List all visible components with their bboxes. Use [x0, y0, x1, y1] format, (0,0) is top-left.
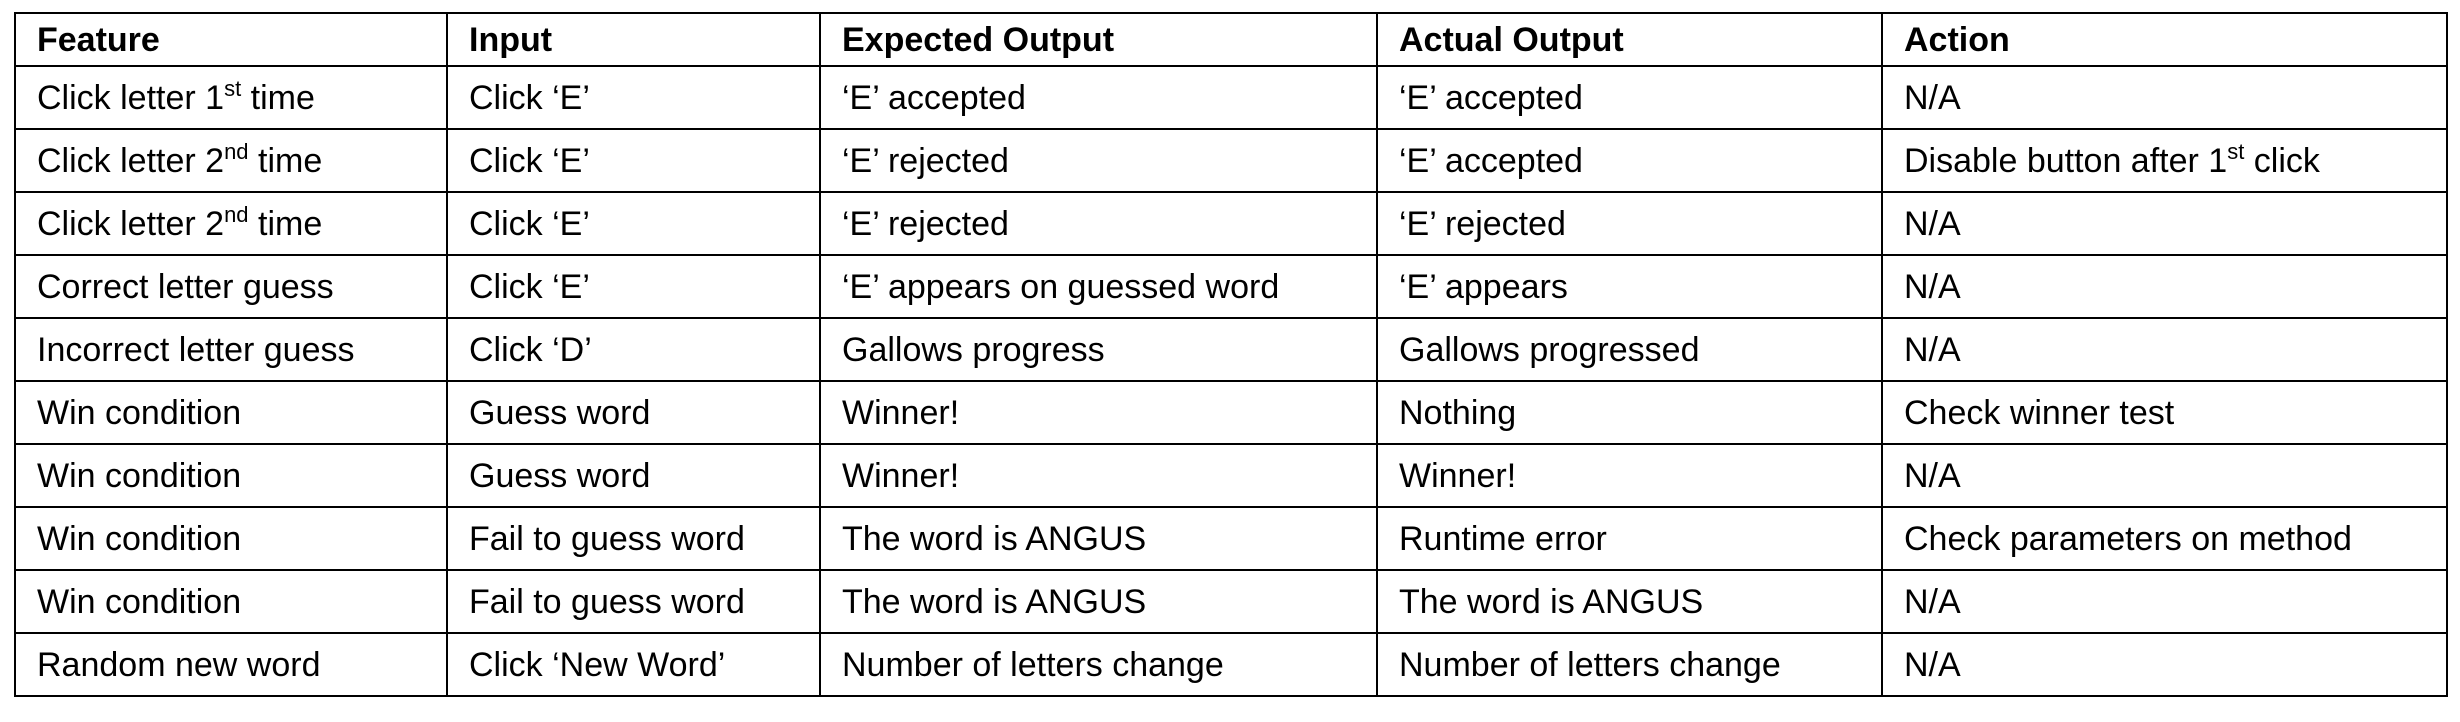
feature-cell-text-end: time [248, 204, 323, 243]
action-cell-text: N/A [1904, 330, 1961, 369]
feature-cell-ordinal-suffix: nd [224, 201, 249, 227]
actual-output-cell: ‘E’ rejected [1376, 191, 1883, 256]
feature-cell-ordinal-suffix: nd [224, 138, 249, 164]
action-cell-text: N/A [1904, 267, 1961, 306]
input-cell: Click ‘New Word’ [446, 632, 821, 697]
feature-cell: Win condition [14, 443, 448, 508]
input-cell: Click ‘E’ [446, 128, 821, 193]
action-cell-text: N/A [1904, 204, 1961, 243]
action-cell: Check winner test [1881, 380, 2448, 445]
action-cell: Disable button after 1st click [1881, 128, 2448, 193]
feature-cell: Correct letter guess [14, 254, 448, 319]
expected-output-cell: The word is ANGUS [819, 569, 1378, 634]
action-cell-text: N/A [1904, 582, 1961, 621]
action-cell-text: Disable button after 1 [1904, 141, 2228, 180]
header-action: Action [1881, 12, 2448, 67]
feature-cell-text: Win condition [37, 393, 242, 432]
actual-output-cell: ‘E’ accepted [1376, 65, 1883, 130]
actual-output-cell: ‘E’ accepted [1376, 128, 1883, 193]
feature-cell-ordinal-suffix: st [224, 75, 242, 101]
feature-cell-text: Click letter 2 [37, 141, 225, 180]
actual-output-cell: ‘E’ appears [1376, 254, 1883, 319]
expected-output-cell: ‘E’ rejected [819, 191, 1378, 256]
feature-cell: Win condition [14, 380, 448, 445]
actual-output-cell: Nothing [1376, 380, 1883, 445]
feature-cell-text: Correct letter guess [37, 267, 334, 306]
feature-cell: Click letter 2nd time [14, 191, 448, 256]
header-row: Feature Input Expected Output Actual Out… [14, 12, 2448, 67]
table-header: Feature Input Expected Output Actual Out… [14, 12, 2448, 67]
feature-cell-text: Click letter 1 [37, 78, 225, 117]
expected-output-cell: Number of letters change [819, 632, 1378, 697]
input-cell: Click ‘E’ [446, 254, 821, 319]
expected-output-cell: Winner! [819, 443, 1378, 508]
test-table-container: Feature Input Expected Output Actual Out… [14, 12, 2448, 697]
feature-cell: Click letter 2nd time [14, 128, 448, 193]
action-cell: N/A [1881, 632, 2448, 697]
action-cell: N/A [1881, 254, 2448, 319]
action-cell: N/A [1881, 317, 2448, 382]
header-expected-output: Expected Output [819, 12, 1378, 67]
action-cell-ordinal-suffix: st [2227, 138, 2245, 164]
feature-cell-text: Incorrect letter guess [37, 330, 355, 369]
action-cell-text-end: click [2244, 141, 2320, 180]
action-cell: N/A [1881, 65, 2448, 130]
actual-output-cell: The word is ANGUS [1376, 569, 1883, 634]
feature-cell: Random new word [14, 632, 448, 697]
actual-output-cell: Winner! [1376, 443, 1883, 508]
expected-output-cell: ‘E’ rejected [819, 128, 1378, 193]
feature-cell-text-end: time [241, 78, 315, 117]
feature-cell-text: Win condition [37, 519, 242, 558]
action-cell: N/A [1881, 443, 2448, 508]
action-cell-text: N/A [1904, 78, 1961, 117]
expected-output-cell: The word is ANGUS [819, 506, 1378, 571]
feature-cell: Win condition [14, 506, 448, 571]
feature-cell: Click letter 1st time [14, 65, 448, 130]
test-table: Feature Input Expected Output Actual Out… [14, 12, 2448, 697]
action-cell-text: Check parameters on method [1904, 519, 2352, 558]
input-cell: Click ‘E’ [446, 65, 821, 130]
feature-cell-text: Win condition [37, 582, 242, 621]
header-feature: Feature [14, 12, 448, 67]
input-cell: Click ‘E’ [446, 191, 821, 256]
input-cell: Click ‘D’ [446, 317, 821, 382]
expected-output-cell: ‘E’ accepted [819, 65, 1378, 130]
feature-cell-text: Click letter 2 [37, 204, 225, 243]
actual-output-cell: Runtime error [1376, 506, 1883, 571]
actual-output-cell: Gallows progressed [1376, 317, 1883, 382]
feature-cell: Win condition [14, 569, 448, 634]
expected-output-cell: ‘E’ appears on guessed word [819, 254, 1378, 319]
action-cell-text: N/A [1904, 456, 1961, 495]
action-cell-text: Check winner test [1904, 393, 2175, 432]
expected-output-cell: Winner! [819, 380, 1378, 445]
input-cell: Fail to guess word [446, 506, 821, 571]
actual-output-cell: Number of letters change [1376, 632, 1883, 697]
feature-cell-text-end: time [248, 141, 323, 180]
action-cell: N/A [1881, 569, 2448, 634]
feature-cell: Incorrect letter guess [14, 317, 448, 382]
feature-cell-text: Win condition [37, 456, 242, 495]
action-cell-text: N/A [1904, 645, 1961, 684]
expected-output-cell: Gallows progress [819, 317, 1378, 382]
input-cell: Guess word [446, 380, 821, 445]
action-cell: N/A [1881, 191, 2448, 256]
input-cell: Guess word [446, 443, 821, 508]
input-cell: Fail to guess word [446, 569, 821, 634]
feature-cell-text: Random new word [37, 645, 321, 684]
header-input: Input [446, 12, 821, 67]
header-actual-output: Actual Output [1376, 12, 1883, 67]
action-cell: Check parameters on method [1881, 506, 2448, 571]
